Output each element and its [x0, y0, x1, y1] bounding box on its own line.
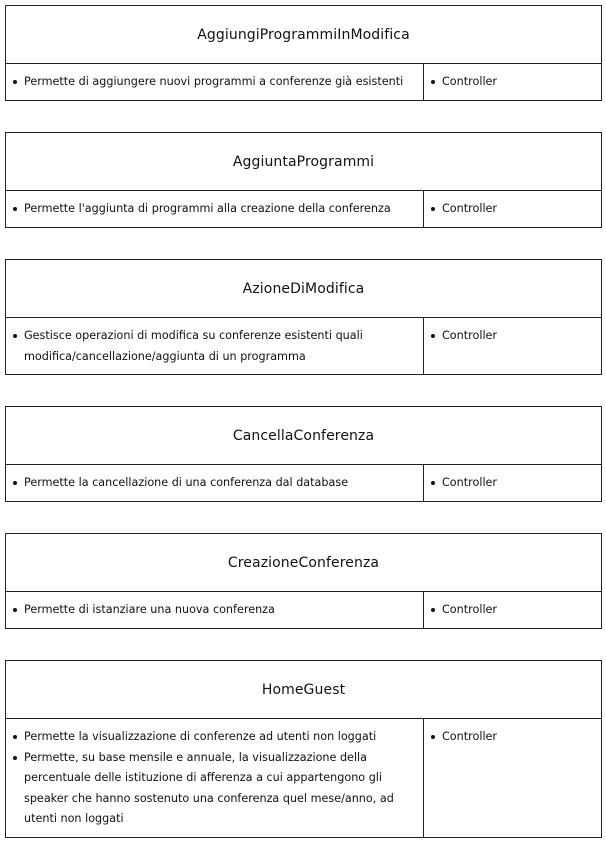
stereotype-column: Controller: [424, 719, 601, 837]
stereotype-list: Controller: [430, 600, 595, 621]
responsibilities-column: Permette di istanziare una nuova confere…: [6, 592, 424, 628]
class-name: AggiuntaProgrammi: [6, 133, 601, 191]
stereotype-list: Controller: [430, 326, 595, 347]
responsibility-item: Permette la cancellazione di una confere…: [12, 473, 415, 494]
stereotype-column: Controller: [424, 318, 601, 374]
stereotype-item: Controller: [430, 199, 595, 220]
responsibilities-column: Permette di aggiungere nuovi programmi a…: [6, 64, 424, 100]
responsibility-item: Permette, su base mensile e annuale, la …: [12, 748, 415, 830]
responsibility-item: Permette la visualizzazione di conferenz…: [12, 727, 415, 748]
class-card: AggiuntaProgrammi Permette l'aggiunta di…: [5, 132, 602, 228]
responsibilities-list: Permette l'aggiunta di programmi alla cr…: [12, 199, 415, 220]
card-body: Permette di aggiungere nuovi programmi a…: [6, 64, 601, 100]
stereotype-item: Controller: [430, 326, 595, 347]
class-card: CreazioneConferenza Permette di istanzia…: [5, 533, 602, 629]
stereotype-item: Controller: [430, 473, 595, 494]
responsibility-item: Gestisce operazioni di modifica su confe…: [12, 326, 415, 367]
stereotype-column: Controller: [424, 465, 601, 501]
class-name: HomeGuest: [6, 661, 601, 719]
responsibilities-list: Gestisce operazioni di modifica su confe…: [12, 326, 415, 367]
stereotype-column: Controller: [424, 191, 601, 227]
responsibility-item: Permette l'aggiunta di programmi alla cr…: [12, 199, 415, 220]
responsibilities-list: Permette di istanziare una nuova confere…: [12, 600, 415, 621]
stereotype-list: Controller: [430, 727, 595, 748]
card-body: Gestisce operazioni di modifica su confe…: [6, 318, 601, 374]
class-card: HomeGuest Permette la visualizzazione di…: [5, 660, 602, 838]
stereotype-list: Controller: [430, 199, 595, 220]
responsibilities-column: Permette la visualizzazione di conferenz…: [6, 719, 424, 837]
responsibilities-column: Gestisce operazioni di modifica su confe…: [6, 318, 424, 374]
responsibilities-column: Permette la cancellazione di una confere…: [6, 465, 424, 501]
card-body: Permette la cancellazione di una confere…: [6, 465, 601, 501]
stereotype-item: Controller: [430, 727, 595, 748]
class-name: AggiungiProgrammiInModifica: [6, 6, 601, 64]
responsibility-item: Permette di aggiungere nuovi programmi a…: [12, 72, 415, 93]
stereotype-column: Controller: [424, 592, 601, 628]
stereotype-item: Controller: [430, 600, 595, 621]
class-name: CancellaConferenza: [6, 407, 601, 465]
responsibility-item: Permette di istanziare una nuova confere…: [12, 600, 415, 621]
class-card: CancellaConferenza Permette la cancellaz…: [5, 406, 602, 502]
card-body: Permette la visualizzazione di conferenz…: [6, 719, 601, 837]
responsibilities-list: Permette la visualizzazione di conferenz…: [12, 727, 415, 830]
responsibilities-list: Permette la cancellazione di una confere…: [12, 473, 415, 494]
responsibilities-list: Permette di aggiungere nuovi programmi a…: [12, 72, 415, 93]
class-card: AzioneDiModifica Gestisce operazioni di …: [5, 259, 602, 375]
class-name: AzioneDiModifica: [6, 260, 601, 318]
stereotype-column: Controller: [424, 64, 601, 100]
stereotype-list: Controller: [430, 72, 595, 93]
stereotype-list: Controller: [430, 473, 595, 494]
class-name: CreazioneConferenza: [6, 534, 601, 592]
stereotype-item: Controller: [430, 72, 595, 93]
card-body: Permette l'aggiunta di programmi alla cr…: [6, 191, 601, 227]
class-card: AggiungiProgrammiInModifica Permette di …: [5, 5, 602, 101]
responsibilities-column: Permette l'aggiunta di programmi alla cr…: [6, 191, 424, 227]
card-body: Permette di istanziare una nuova confere…: [6, 592, 601, 628]
